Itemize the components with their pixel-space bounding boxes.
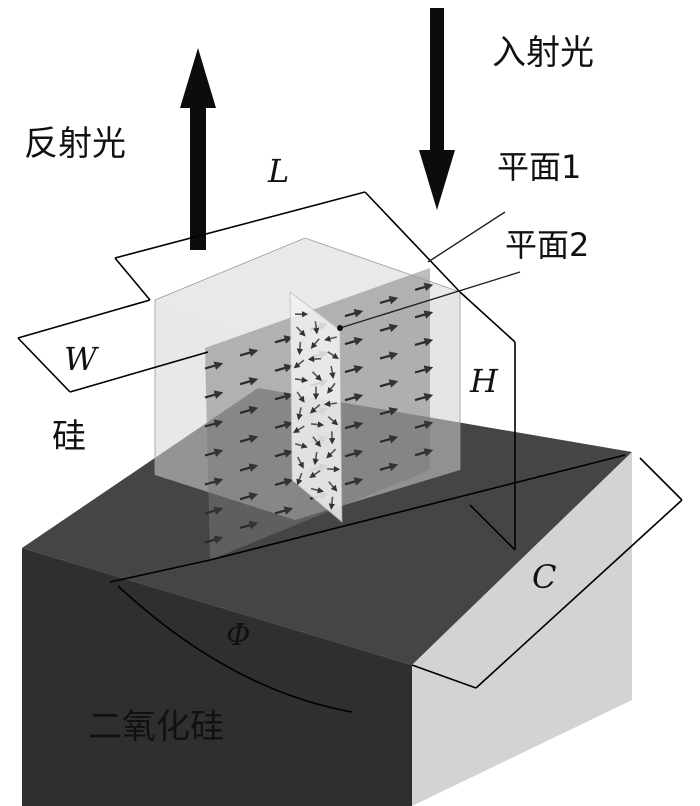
silica-label: 二氧化硅 xyxy=(88,707,224,747)
field-vector-arrow xyxy=(414,310,434,319)
field-vector-arrow xyxy=(307,355,322,363)
field-vector-arrow xyxy=(296,472,303,486)
plane-1-field-vectors xyxy=(204,282,434,544)
field-vector-arrow xyxy=(327,416,339,426)
field-vector-arrow xyxy=(204,535,224,544)
field-vector-arrow xyxy=(312,452,319,466)
plane-2 xyxy=(289,291,343,523)
field-vector-arrow xyxy=(239,348,259,357)
field-vector-arrow xyxy=(327,382,336,394)
field-vector-arrow xyxy=(292,425,305,433)
field-vector-arrow xyxy=(344,421,364,430)
field-vector-arrow xyxy=(329,365,336,379)
arrow-up-icon xyxy=(180,48,216,250)
field-vector-arrow xyxy=(239,520,259,530)
field-vector-arrow xyxy=(239,377,259,386)
plane-2-field-vectors xyxy=(292,310,341,510)
field-vector-arrow xyxy=(310,487,324,494)
field-vector-arrow xyxy=(274,420,294,430)
field-vector-arrow xyxy=(204,390,224,399)
field-vector-arrow xyxy=(204,448,224,457)
arrow-down-icon xyxy=(419,8,455,210)
field-vector-arrow xyxy=(239,434,259,444)
field-vector-arrow xyxy=(379,295,399,305)
field-vector-arrow xyxy=(344,477,364,486)
plane-1-label: 平面1 xyxy=(497,148,581,186)
field-vector-arrow xyxy=(379,351,399,360)
field-vector-arrow xyxy=(294,376,309,384)
field-vector-arrow xyxy=(414,282,434,292)
field-vector-arrow xyxy=(312,436,322,448)
field-vector-arrow xyxy=(379,379,399,388)
dimension-C xyxy=(411,457,683,689)
field-vector-arrow xyxy=(297,456,304,469)
plane-2-label: 平面2 xyxy=(505,226,589,264)
field-vector-arrow xyxy=(296,391,305,403)
field-vector-arrow xyxy=(296,326,306,337)
field-vector-arrow xyxy=(327,351,339,360)
silicon-top-face xyxy=(155,238,460,345)
field-vector-arrow xyxy=(379,434,399,444)
angle-phi xyxy=(109,454,626,713)
field-vector-arrow xyxy=(414,393,434,402)
field-vector-arrow xyxy=(379,323,399,333)
field-vector-arrow xyxy=(274,363,294,373)
field-vector-arrow xyxy=(379,407,399,416)
field-vector-arrow xyxy=(310,338,320,349)
field-vector-arrow xyxy=(414,448,434,457)
dimension-H xyxy=(459,291,516,551)
field-vector-arrow xyxy=(274,392,294,401)
field-vector-arrow xyxy=(204,361,224,370)
field-vector-arrow xyxy=(274,477,294,487)
field-vector-arrow xyxy=(344,365,364,374)
dimension-C-label: C xyxy=(532,558,556,596)
field-vector-arrow xyxy=(326,448,337,459)
dimension-L-label: L xyxy=(267,152,289,190)
field-vector-arrow xyxy=(296,407,303,421)
field-vector-arrow xyxy=(379,462,399,472)
field-vector-arrow xyxy=(274,335,294,344)
field-vector-arrow xyxy=(239,492,259,501)
field-vector-arrow xyxy=(344,449,364,458)
angle-phi-label: Φ xyxy=(226,618,251,653)
dimension-W-label: W xyxy=(64,340,100,378)
field-vector-arrow xyxy=(414,365,434,374)
field-vector-arrow xyxy=(274,506,294,515)
field-vector-arrow xyxy=(310,421,325,428)
field-vector-arrow xyxy=(323,400,338,408)
field-vector-arrow xyxy=(204,506,224,515)
field-vector-arrow xyxy=(204,419,224,428)
incident-light-label: 入射光 xyxy=(492,33,594,73)
field-vector-arrow xyxy=(239,405,259,415)
field-vector-arrow xyxy=(328,481,338,492)
field-vector-arrow xyxy=(328,496,335,510)
field-vector-arrow xyxy=(204,477,224,486)
reflected-light-label: 反射光 xyxy=(24,124,126,164)
field-vector-arrow xyxy=(344,393,364,402)
substrate-side-face xyxy=(412,452,632,806)
dimension-W xyxy=(17,299,209,393)
field-vector-arrow xyxy=(344,309,364,318)
field-vector-arrow xyxy=(311,371,322,381)
field-vector-arrow xyxy=(313,321,320,335)
dimension-L xyxy=(114,191,461,301)
silicon-edges xyxy=(154,237,461,475)
field-vector-arrow xyxy=(296,341,304,356)
field-vector-arrow xyxy=(324,335,338,342)
silicon-label: 硅 xyxy=(52,417,86,457)
field-vector-arrow xyxy=(239,463,259,472)
field-vector-arrow xyxy=(293,359,305,369)
field-vector-arrow xyxy=(414,420,434,430)
field-vector-arrow xyxy=(309,469,321,479)
field-vector-arrow xyxy=(294,442,308,449)
field-vector-arrow xyxy=(344,337,364,346)
field-vector-arrow xyxy=(414,337,434,347)
leader-lines xyxy=(337,211,521,331)
substrate-front-face xyxy=(22,548,412,806)
dimension-H-label: H xyxy=(469,362,499,400)
field-vector-arrow xyxy=(309,404,321,414)
field-vector-arrow xyxy=(274,449,294,458)
